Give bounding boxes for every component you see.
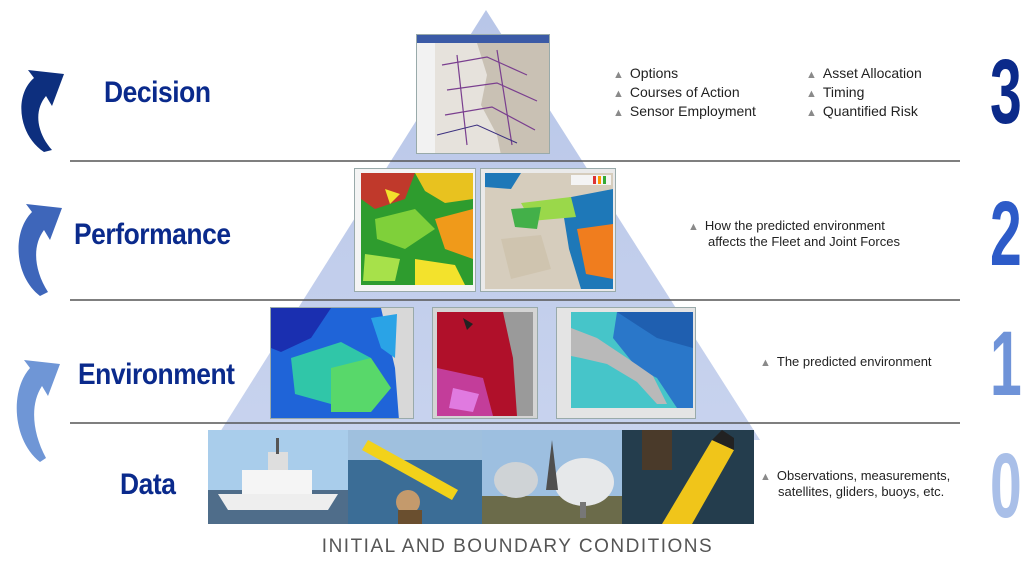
performance-desc-line2: affects the Fleet and Joint Forces — [708, 234, 900, 249]
decision-bullet-text: Quantified Risk — [822, 103, 918, 119]
environment-bay-map-image — [556, 307, 696, 419]
level-number-1: 1 — [990, 313, 1022, 415]
performance-map-image — [354, 168, 476, 292]
decision-bullet: ▲ Timing — [806, 84, 864, 103]
data-desc-line1: Observations, measurements, — [776, 468, 951, 483]
decision-bullet: ▲ Quantified Risk — [806, 103, 918, 122]
decision-bullet-text: Courses of Action — [629, 84, 740, 100]
triangle-bullet-icon: ▲ — [806, 88, 817, 100]
tier-label-performance: Performance — [74, 218, 231, 251]
triangle-bullet-icon: ▲ — [806, 69, 817, 81]
environment-sst-map-image — [270, 307, 414, 419]
satellite-dish-photo — [482, 430, 622, 524]
curved-up-arrow-icon — [18, 204, 62, 296]
triangle-bullet-icon: ▲ — [613, 69, 624, 81]
decision-bullet: ▲ Sensor Employment — [613, 103, 756, 122]
performance-description: affects the Fleet and Joint Forces — [708, 234, 900, 250]
triangle-bullet-icon: ▲ — [613, 107, 624, 119]
triangle-bullet-icon: ▲ — [760, 357, 771, 369]
curved-up-arrow-icon — [16, 360, 61, 462]
decision-bullet: ▲ Options — [613, 65, 678, 84]
ship-photo — [208, 430, 348, 524]
data-description: ▲ Observations, measurements, — [760, 468, 950, 485]
decision-bullet: ▲ Courses of Action — [613, 84, 740, 103]
data-desc-line2: satellites, gliders, buoys, etc. — [778, 484, 945, 499]
triangle-bullet-icon: ▲ — [613, 88, 624, 100]
performance-region-map-image — [480, 168, 616, 292]
performance-description: ▲ How the predicted environment — [688, 218, 885, 235]
data-description: satellites, gliders, buoys, etc. — [778, 484, 944, 500]
decision-bullet-text: Timing — [822, 84, 865, 100]
decision-bullet-text: Asset Allocation — [822, 65, 922, 81]
level-number-0: 0 — [990, 435, 1022, 537]
environment-coastal-map-image — [432, 307, 538, 419]
decision-bullet: ▲ Asset Allocation — [806, 65, 922, 84]
triangle-bullet-icon: ▲ — [806, 107, 817, 119]
footer-caption: INITIAL AND BOUNDARY CONDITIONS — [321, 536, 714, 557]
triangle-bullet-icon: ▲ — [688, 221, 699, 233]
decision-map-image — [416, 34, 550, 154]
decision-bullet-text: Options — [629, 65, 679, 81]
glider-photo — [348, 430, 482, 524]
performance-desc-line1: How the predicted environment — [704, 218, 885, 233]
curved-up-arrow-icon — [21, 70, 65, 152]
decision-bullet-text: Sensor Employment — [629, 103, 756, 119]
tier-label-environment: Environment — [78, 358, 235, 391]
environment-description: ▲ The predicted environment — [760, 354, 932, 371]
level-number-3: 3 — [990, 41, 1022, 143]
tier-label-data: Data — [120, 468, 176, 501]
triangle-bullet-icon: ▲ — [760, 471, 771, 483]
level-number-2: 2 — [990, 183, 1022, 285]
tier-label-decision: Decision — [104, 76, 211, 109]
environment-desc-text: The predicted environment — [776, 354, 932, 369]
buoy-photo — [622, 430, 754, 524]
